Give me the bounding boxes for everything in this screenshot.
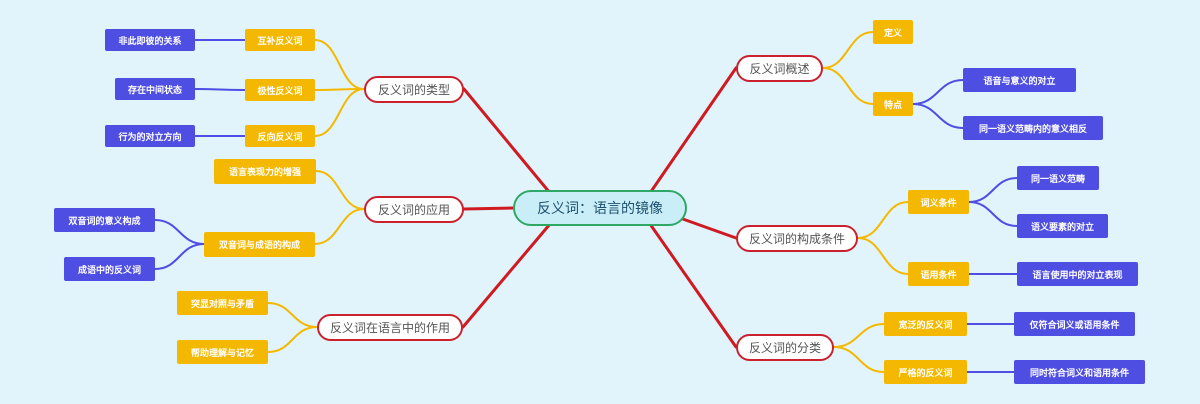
leaf-link (154, 243, 205, 270)
sub-link (315, 170, 365, 210)
sub-link (857, 237, 909, 275)
main-link (462, 87, 552, 195)
leaf-link (912, 79, 964, 105)
leaf-meets-both[interactable]: 同时符合词义和语用条件 (1014, 360, 1145, 384)
sub-link (857, 201, 909, 239)
leaf-either-or[interactable]: 非此即彼的关系 (105, 29, 195, 51)
main-link (461, 222, 552, 329)
leaf-idiom-antonyms[interactable]: 成语中的反义词 (64, 257, 155, 281)
sub-compound-idiom[interactable]: 双音词与成语的构成 (204, 232, 315, 257)
sub-link (267, 302, 318, 328)
sub-link (822, 67, 874, 105)
branch-antonym-classification[interactable]: 反义词的分类 (736, 334, 834, 361)
sub-link (314, 208, 365, 245)
root-topic[interactable]: 反义词：语言的镜像 (513, 190, 687, 226)
branch-antonym-conditions[interactable]: 反义词的构成条件 (736, 225, 858, 252)
main-link (648, 66, 738, 195)
sub-complementary-antonyms[interactable]: 互补反义词 (245, 29, 315, 51)
leaf-compound-meaning[interactable]: 双音词的意义构成 (54, 208, 155, 232)
branch-antonym-types[interactable]: 反义词的类型 (364, 76, 464, 103)
sub-link (833, 323, 885, 348)
leaf-link (912, 103, 964, 129)
leaf-link (968, 201, 1018, 227)
leaf-intermediate-state[interactable]: 存在中间状态 (115, 78, 195, 100)
sub-converse-antonyms[interactable]: 反向反义词 (245, 125, 315, 147)
sub-pragmatic-condition[interactable]: 语用条件 (908, 262, 969, 286)
sub-broad-antonyms[interactable]: 宽泛的反义词 (884, 312, 967, 336)
leaf-same-category-opposite[interactable]: 同一语义范畴内的意义相反 (963, 116, 1103, 140)
leaf-usage-opposition[interactable]: 语言使用中的对立表现 (1017, 262, 1138, 286)
sub-polar-antonyms[interactable]: 极性反义词 (245, 79, 315, 101)
leaf-sound-meaning[interactable]: 语音与意义的对立 (963, 68, 1076, 92)
leaf-opposite-direction[interactable]: 行为的对立方向 (105, 125, 195, 147)
sub-definition[interactable]: 定义 (873, 20, 913, 44)
branch-antonym-application[interactable]: 反义词的应用 (364, 196, 464, 223)
sub-link (314, 39, 365, 90)
sub-contrast-contradiction[interactable]: 突显对照与矛盾 (177, 291, 268, 315)
leaf-semantic-element-opposition[interactable]: 语义要素的对立 (1017, 214, 1108, 238)
sub-strict-antonyms[interactable]: 严格的反义词 (884, 360, 967, 384)
leaf-link (968, 177, 1018, 203)
branch-antonym-overview[interactable]: 反义词概述 (736, 55, 823, 82)
sub-features[interactable]: 特点 (873, 92, 913, 116)
leaf-same-semantic-category[interactable]: 同一语义范畴 (1017, 166, 1099, 190)
leaf-link (194, 88, 246, 91)
sub-link (314, 88, 365, 137)
leaf-meets-either[interactable]: 仅符合词义或语用条件 (1014, 312, 1135, 336)
main-link (462, 206, 515, 211)
sub-expressiveness[interactable]: 语言表现力的增强 (214, 159, 316, 184)
main-link (648, 222, 738, 349)
sub-semantic-condition[interactable]: 词义条件 (908, 190, 969, 214)
branch-antonym-role[interactable]: 反义词在语言中的作用 (317, 314, 463, 341)
main-link (678, 216, 738, 240)
sub-link (822, 31, 874, 69)
sub-understanding-memory[interactable]: 帮助理解与记忆 (177, 340, 268, 364)
leaf-link (154, 219, 205, 245)
sub-link (267, 326, 318, 353)
sub-link (833, 346, 885, 373)
